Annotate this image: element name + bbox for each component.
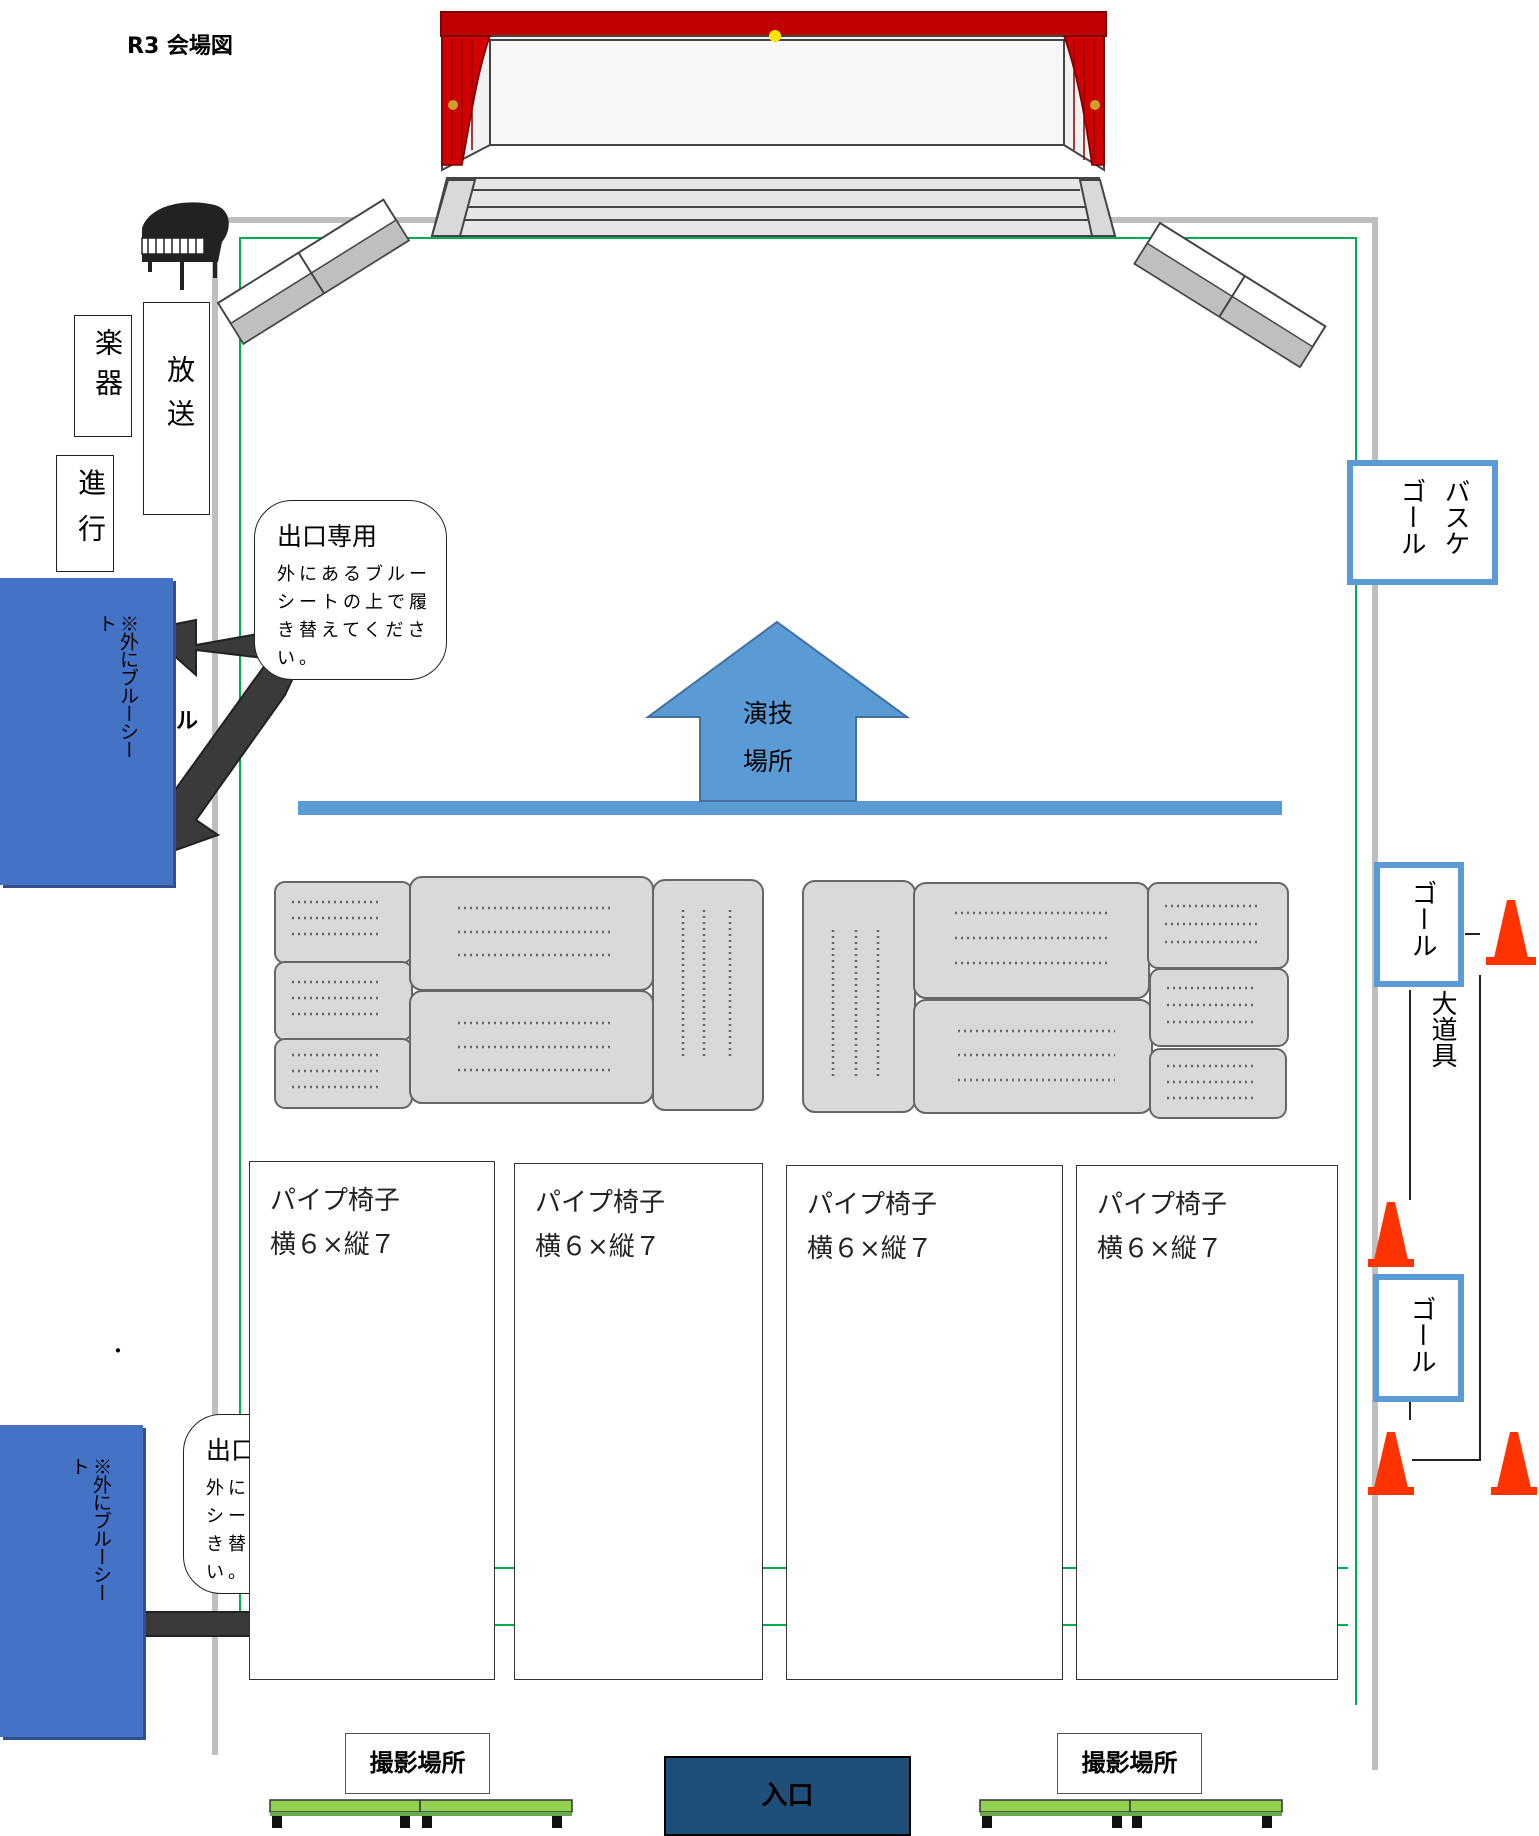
- chair-block-title: パイプ椅子: [270, 1186, 401, 1216]
- basketball-goal-label-2: ゴール: [1396, 478, 1426, 556]
- exit-only-body: 外にあるブルーシートの上で履き替えてください。: [277, 564, 431, 669]
- blue-sheet-note: ※外にブルーシート: [95, 614, 139, 758]
- instruments-box: 楽器: [74, 315, 132, 437]
- pipe-chair-block-1: パイプ椅子 横６×縦７: [249, 1161, 495, 1680]
- cone-icon: [1368, 1202, 1414, 1267]
- chair-block-title: パイプ椅子: [1097, 1190, 1228, 1220]
- exit-only-bubble: 出口専用 外にあるブルーシートの上で履き替えてください。: [254, 500, 447, 680]
- blue-sheet-lower: ※外にブルーシート: [0, 1425, 143, 1737]
- photo-area-left: 撮影場所: [345, 1733, 490, 1794]
- progress-box: 進行: [56, 455, 114, 572]
- chair-block-title: パイプ椅子: [807, 1190, 938, 1220]
- entrance: 入口: [664, 1756, 911, 1836]
- pipe-chair-block-3: パイプ椅子 横６×縦７: [786, 1165, 1063, 1680]
- broadcast-box: 放送: [143, 302, 210, 515]
- bench-right: [979, 1799, 1283, 1828]
- photo-area-label: 撮影場所: [369, 1749, 466, 1777]
- dot-mark: ・: [108, 1339, 128, 1363]
- pipe-chair-block-4: パイプ椅子 横６×縦７: [1076, 1165, 1338, 1680]
- goal-lower: ゴール: [1373, 1274, 1464, 1402]
- partial-label: ル: [176, 709, 199, 734]
- blue-sheet-upper: ※外にブルーシート: [0, 578, 173, 885]
- basketball-goal-label-1: バスケ: [1440, 478, 1470, 556]
- basketball-goal: バスケ ゴール: [1347, 460, 1498, 585]
- stage: [430, 11, 1117, 237]
- mat-stitching: [292, 900, 1258, 1100]
- goal-upper: ゴール: [1374, 862, 1464, 987]
- chair-block-title: パイプ椅子: [535, 1188, 666, 1218]
- exit-only-title: 出口専用: [277, 522, 378, 551]
- page-title: R3 会場図: [127, 34, 233, 59]
- photo-area-label: 撮影場所: [1081, 1749, 1178, 1777]
- piano-icon: [141, 202, 229, 290]
- right-angled-bench: [1133, 221, 1327, 369]
- mats-left: [274, 876, 764, 1111]
- performance-arrow: [644, 620, 911, 802]
- bench-left: [269, 1799, 573, 1828]
- props-area-outline: [1409, 975, 1481, 1461]
- floor-line: [239, 237, 1357, 1705]
- instruments-label: 楽器: [91, 328, 124, 408]
- cone-icon: [1368, 1432, 1414, 1495]
- chair-block-size: 横６×縦７: [535, 1232, 661, 1262]
- progress-label: 進行: [74, 468, 107, 560]
- broadcast-label: 放送: [163, 355, 196, 443]
- photo-area-right: 撮影場所: [1057, 1733, 1202, 1794]
- goal-label: ゴール: [1406, 1296, 1436, 1374]
- performance-area-label: 演技場所: [743, 699, 794, 776]
- chair-block-size: 横６×縦７: [1097, 1234, 1223, 1264]
- chair-block-size: 横６×縦７: [270, 1230, 396, 1260]
- props-label: 大道具: [1427, 990, 1457, 1068]
- chair-block-size: 横６×縦７: [807, 1234, 933, 1264]
- left-angled-bench: [216, 198, 411, 346]
- blue-sheet-note: ※外にブルーシート: [68, 1457, 112, 1601]
- goal-label: ゴール: [1407, 880, 1437, 958]
- cone-icon: [1486, 900, 1536, 965]
- cone-icon: [1491, 1432, 1537, 1495]
- entrance-label: 入口: [761, 1781, 814, 1811]
- pipe-chair-block-2: パイプ椅子 横６×縦７: [514, 1163, 763, 1680]
